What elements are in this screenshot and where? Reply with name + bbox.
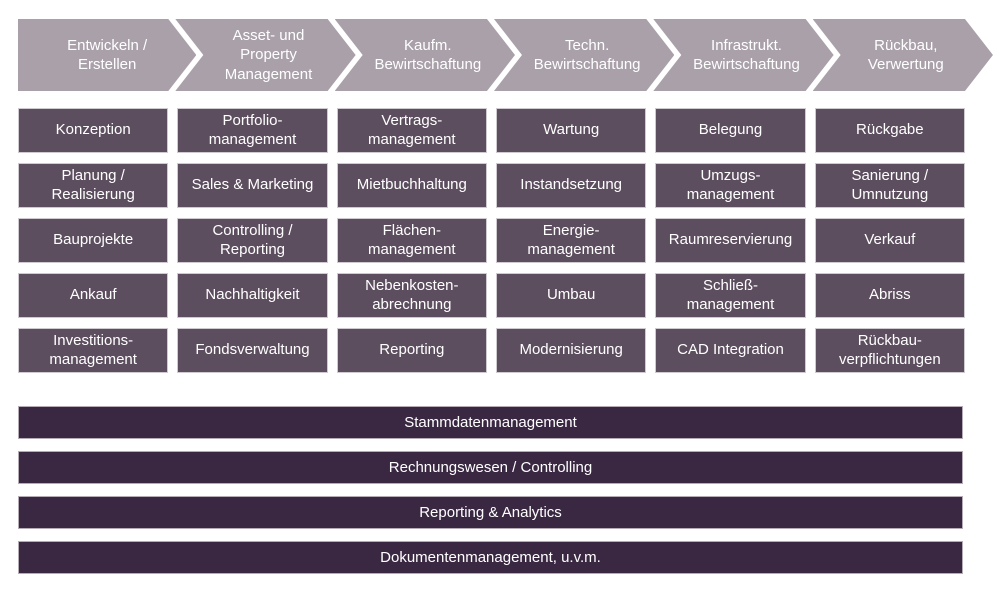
phase-chevron-infrastrukt: Infrastrukt. Bewirtschaftung: [653, 19, 833, 91]
grid-cell-rueckgabe: Rückgabe: [814, 108, 965, 153]
grid-cell-rueckbauverpflichtungen: Rückbau- verpflichtungen: [814, 328, 965, 373]
grid-cell-bauprojekte: Bauprojekte: [18, 218, 169, 263]
grid-cell-controlling-reporting: Controlling / Reporting: [177, 218, 328, 263]
grid-cell-portfoliomanagement: Portfolio- management: [177, 108, 328, 153]
phase-chevron-row: Entwickeln / Erstellen Asset- und Proper…: [18, 19, 993, 91]
grid-cell-belegung: Belegung: [655, 108, 806, 153]
grid-cell-ankauf: Ankauf: [18, 273, 169, 318]
phase-chevron-asset-property: Asset- und Property Management: [175, 19, 355, 91]
phase-chevron-rueckbau: Rückbau, Verwertung: [813, 19, 993, 91]
grid-cell-raumreservierung: Raumreservierung: [655, 218, 806, 263]
platform-bar-stammdatenmanagement: Stammdatenmanagement: [18, 406, 963, 439]
phase-chevron-kaufm: Kaufm. Bewirtschaftung: [335, 19, 515, 91]
grid-cell-reporting: Reporting: [336, 328, 487, 373]
grid-cell-abriss: Abriss: [814, 273, 965, 318]
grid-cell-verkauf: Verkauf: [814, 218, 965, 263]
grid-cell-nachhaltigkeit: Nachhaltigkeit: [177, 273, 328, 318]
grid-cell-umbau: Umbau: [495, 273, 647, 318]
platform-bars: Stammdatenmanagement Rechnungswesen / Co…: [18, 406, 963, 574]
grid-cell-sanierung-umnutzung: Sanierung / Umnutzung: [814, 163, 965, 208]
grid-cell-vertragsmanagement: Vertrags- management: [336, 108, 487, 153]
grid-cell-planung-realisierung: Planung / Realisierung: [18, 163, 169, 208]
grid-cell-fondsverwaltung: Fondsverwaltung: [177, 328, 328, 373]
lifecycle-diagram: Entwickeln / Erstellen Asset- und Proper…: [0, 19, 1000, 591]
phase-chevron-entwickeln: Entwickeln / Erstellen: [18, 19, 196, 91]
platform-bar-dokumentenmanagement: Dokumentenmanagement, u.v.m.: [18, 541, 963, 574]
grid-cell-cad-integration: CAD Integration: [655, 328, 806, 373]
grid-cell-energiemanagement: Energie- management: [495, 218, 647, 263]
grid-cell-mietbuchhaltung: Mietbuchhaltung: [336, 163, 487, 208]
grid-cell-wartung: Wartung: [495, 108, 647, 153]
platform-bar-reporting-analytics: Reporting & Analytics: [18, 496, 963, 529]
phase-chevron-techn: Techn. Bewirtschaftung: [494, 19, 674, 91]
grid-cell-sales-marketing: Sales & Marketing: [177, 163, 328, 208]
grid-cell-modernisierung: Modernisierung: [495, 328, 647, 373]
grid-cell-konzeption: Konzeption: [18, 108, 169, 153]
grid-cell-flaechenmanagement: Flächen- management: [336, 218, 487, 263]
grid-cell-instandsetzung: Instandsetzung: [495, 163, 647, 208]
grid-cell-umzugsmanagement: Umzugs- management: [655, 163, 806, 208]
activity-grid: Konzeption Planung / Realisierung Baupro…: [18, 108, 965, 373]
platform-bar-rechnungswesen-controlling: Rechnungswesen / Controlling: [18, 451, 963, 484]
grid-cell-schliessmanagement: Schließ- management: [655, 273, 806, 318]
grid-cell-investitionsmanagement: Investitions- management: [18, 328, 169, 373]
grid-cell-nebenkostenabrechnung: Nebenkosten- abrechnung: [336, 273, 487, 318]
